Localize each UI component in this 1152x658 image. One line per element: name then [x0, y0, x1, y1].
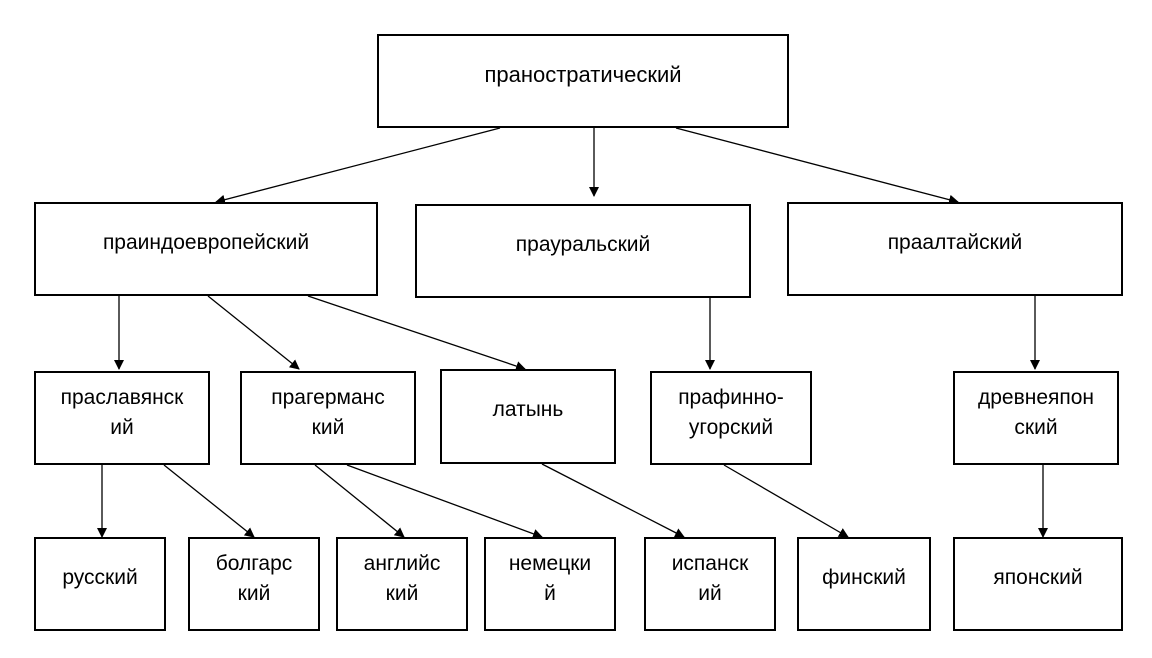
node-label-line-1: прафинно-	[678, 386, 784, 409]
node-label: русский	[62, 566, 138, 589]
node-label-line-2: кий	[237, 582, 271, 605]
edge-root-to-pie	[215, 127, 501, 205]
node-proto-finno-ugric: прафинно- угорский	[650, 371, 812, 465]
node-pranostratic: праностратический	[377, 34, 789, 128]
node-label: японский	[993, 566, 1083, 589]
node-label-line-1: болгарс	[215, 552, 293, 575]
node-label: праиндоевропейский	[102, 231, 310, 254]
node-label-line-1: прагерманс	[271, 386, 385, 409]
edges-layer	[97, 127, 1048, 539]
node-english: английс кий	[336, 537, 468, 631]
node-german: немецки й	[484, 537, 616, 631]
node-japanese: японский	[953, 537, 1123, 631]
edge-pfu-to-fi	[723, 464, 849, 538]
node-label: праностратический	[484, 62, 682, 87]
node-bulgarian: болгарс кий	[188, 537, 320, 631]
node-label: финский	[822, 566, 906, 589]
node-proto-slavic: праславянск ий	[34, 371, 210, 465]
node-proto-germanic: прагерманс кий	[240, 371, 416, 465]
node-proto-uralic: прауральский	[415, 204, 751, 298]
node-label-line-1: испанск	[671, 552, 749, 575]
edge-pie-to-pgerm	[207, 295, 300, 370]
node-label: праалтайский	[887, 231, 1023, 254]
node-label-line-2: угорский	[688, 416, 774, 439]
node-label-line-2: й	[544, 582, 556, 605]
node-label-line-2: кий	[311, 416, 345, 439]
node-label-line-2: ий	[698, 582, 722, 605]
node-label-line-1: древнеяпон	[977, 386, 1095, 409]
node-label-line-2: ий	[110, 416, 134, 439]
node-label-line-1: праславянск	[60, 386, 184, 409]
edge-pslav-to-bg	[163, 464, 255, 538]
edge-pie-to-latin	[307, 295, 526, 371]
node-label-line-2: кий	[385, 582, 419, 605]
node-label-line-2: ский	[1014, 416, 1058, 439]
node-russian: русский	[34, 537, 166, 631]
node-finnish: финский	[797, 537, 931, 631]
edge-latin-to-es	[541, 463, 685, 538]
node-spanish: испанск ий	[644, 537, 776, 631]
edge-root-to-palt	[675, 127, 959, 205]
edge-pgerm-to-de	[346, 464, 543, 539]
node-proto-altaic: праалтайский	[787, 202, 1123, 296]
node-latin: латынь	[440, 369, 616, 464]
node-label-line-1: английс	[363, 552, 441, 575]
edge-pgerm-to-en	[314, 464, 405, 538]
node-proto-indo-european: праиндоевропейский	[34, 202, 378, 296]
node-old-japanese: древнеяпон ский	[953, 371, 1119, 465]
node-label-line-1: немецки	[508, 552, 592, 575]
node-label: прауральский	[515, 233, 651, 256]
node-label: латынь	[492, 398, 564, 421]
